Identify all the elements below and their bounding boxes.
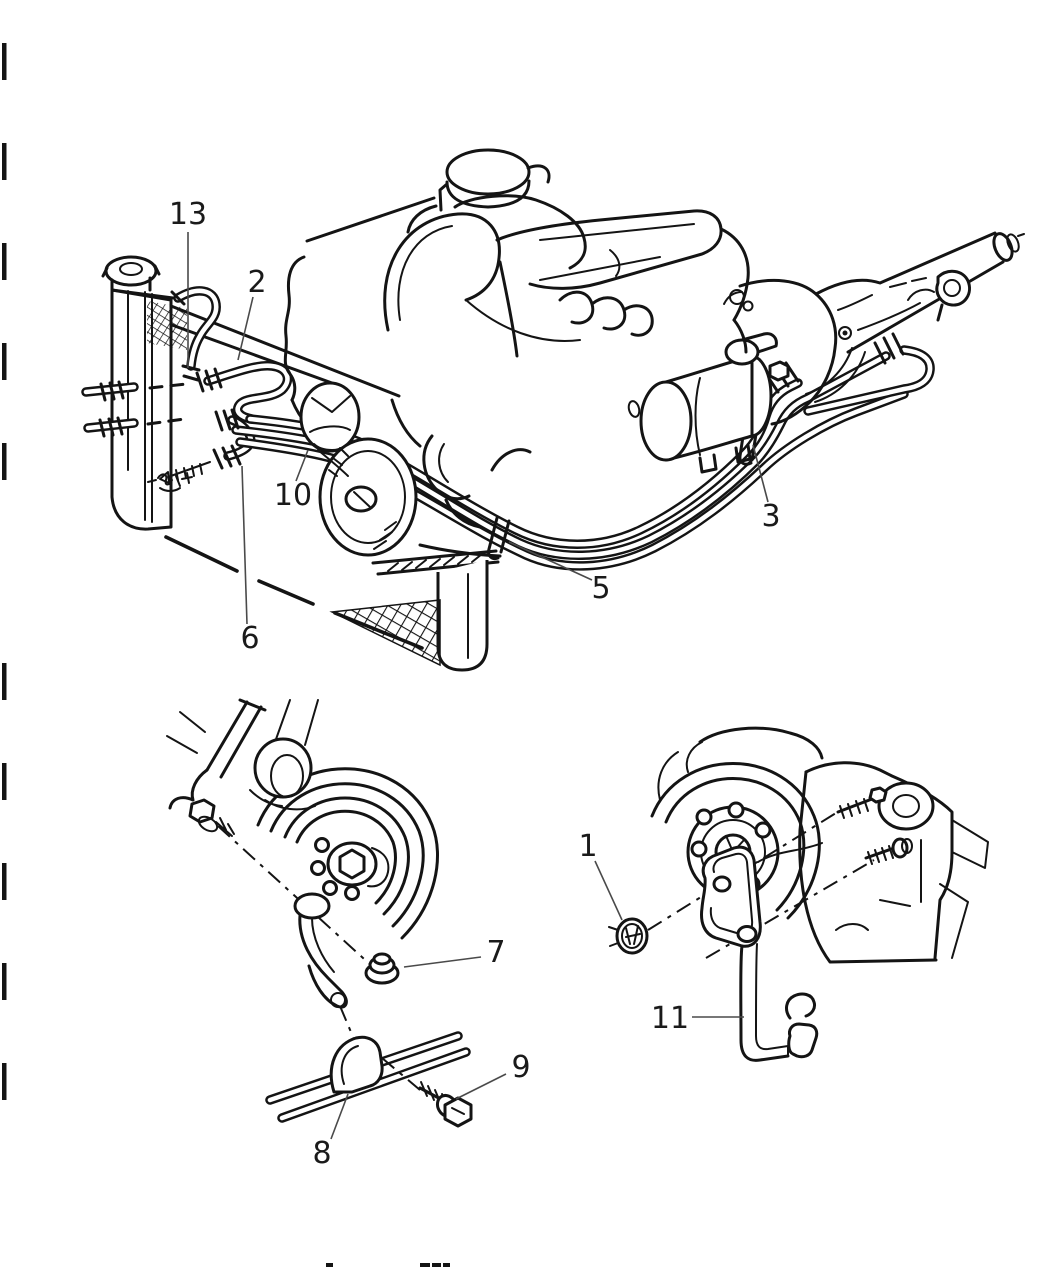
callout-8-label: 8 bbox=[312, 1136, 331, 1171]
grommet-1 bbox=[608, 917, 649, 955]
callout-5-leader bbox=[508, 541, 593, 581]
callout-3-label: 3 bbox=[761, 499, 780, 534]
engine-mount bbox=[422, 434, 532, 529]
splash-shield-mesh bbox=[329, 599, 441, 667]
callout-8: 8 bbox=[312, 1093, 349, 1171]
tube-ferrule-fittings bbox=[147, 332, 905, 484]
flywheel bbox=[253, 737, 439, 940]
output-yoke bbox=[935, 269, 971, 322]
bottom-cropped-text-fragments bbox=[326, 1263, 450, 1267]
callout-3: 3 bbox=[752, 444, 781, 534]
callout-5: 5 bbox=[508, 541, 611, 606]
exhaust-manifold bbox=[558, 290, 654, 337]
insulator-block bbox=[787, 1022, 819, 1059]
callout-6-label: 6 bbox=[240, 621, 259, 656]
oil-filter bbox=[436, 560, 489, 672]
callout-6: 6 bbox=[240, 465, 260, 656]
callout-11: 11 bbox=[651, 1001, 744, 1036]
callout-11-label: 11 bbox=[651, 1001, 689, 1036]
transmission bbox=[732, 231, 1025, 426]
radiator-outlet-fittings bbox=[86, 380, 188, 438]
callout-3-leader bbox=[752, 444, 769, 503]
screw-9 bbox=[418, 1081, 473, 1128]
oil-cooler-tubes bbox=[147, 332, 930, 566]
detail-view-left bbox=[166, 698, 473, 1128]
callout-13: 13 bbox=[169, 197, 207, 368]
radiator bbox=[86, 255, 193, 531]
callout-2-leader bbox=[237, 296, 254, 361]
callout-13-label: 13 bbox=[169, 197, 207, 232]
callout-1-label: 1 bbox=[578, 829, 597, 864]
fan-pulley bbox=[317, 437, 418, 557]
callout-6-leader bbox=[241, 465, 248, 625]
starter-motor bbox=[639, 332, 790, 474]
air-cleaner bbox=[445, 148, 551, 209]
engine-block-right bbox=[757, 761, 989, 964]
radiator-cap bbox=[101, 255, 161, 294]
callout-9: 9 bbox=[455, 1050, 531, 1100]
centerline-clamp-to-screw bbox=[381, 1057, 421, 1091]
support-bracket bbox=[293, 892, 348, 1009]
drain-squiggle bbox=[157, 472, 193, 492]
centerline-bracket-to-stud bbox=[705, 859, 875, 959]
callout-10-label: 10 bbox=[274, 478, 312, 513]
insulator-clamp-8 bbox=[329, 1035, 384, 1094]
hose-13 bbox=[170, 291, 216, 382]
engine bbox=[283, 148, 754, 672]
callout-7-label: 7 bbox=[486, 935, 505, 970]
callout-10: 10 bbox=[274, 449, 312, 513]
callout-2: 2 bbox=[237, 265, 267, 361]
page-edge-marks bbox=[2, 43, 450, 1267]
callout-1: 1 bbox=[578, 829, 623, 921]
callout-5-label: 5 bbox=[591, 571, 610, 606]
callout-1-leader bbox=[594, 860, 623, 921]
detail-view-right bbox=[608, 726, 989, 1062]
radiator-core-hatch bbox=[147, 301, 187, 350]
callout-2-label: 2 bbox=[247, 265, 266, 300]
left-valve-cover bbox=[383, 212, 501, 332]
mounting-studs bbox=[836, 786, 913, 865]
centerline-bolt-to-nut bbox=[217, 825, 375, 969]
component-10 bbox=[299, 381, 361, 453]
right-valve-cover bbox=[495, 209, 723, 290]
callout-7-leader bbox=[403, 956, 482, 968]
main-view bbox=[86, 148, 1025, 672]
callout-8-leader bbox=[330, 1093, 349, 1140]
clamp-hook bbox=[785, 992, 816, 1020]
callouts: 13 2 3 5 6 10 7 8 bbox=[169, 197, 781, 1171]
starter-solenoid bbox=[724, 332, 778, 366]
callout-9-leader bbox=[455, 1073, 507, 1100]
callout-9-label: 9 bbox=[511, 1050, 530, 1085]
starter-fitting-nut bbox=[768, 360, 790, 382]
distributor bbox=[723, 289, 754, 312]
bracket-11 bbox=[700, 845, 819, 1062]
nut-7 bbox=[364, 952, 400, 985]
callout-7: 7 bbox=[403, 935, 506, 970]
frame-bracket bbox=[166, 698, 319, 811]
callout-10-leader bbox=[295, 449, 309, 482]
mounting-bolt bbox=[188, 798, 235, 837]
